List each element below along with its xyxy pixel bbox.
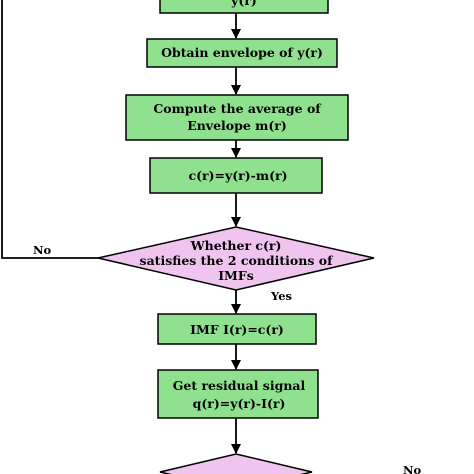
node-average-text-2: Envelope m(r) <box>187 118 287 133</box>
node-decision-text-1: Whether c(r) <box>190 238 282 253</box>
node-decision: Whether c(r) satisfies the 2 conditions … <box>97 226 375 291</box>
edge-label-no-bottom: No <box>403 463 422 474</box>
node-residual: Get residual signal q(r)=y(r)-I(r) <box>157 369 319 419</box>
node-residual-text-1: Get residual signal <box>173 378 306 393</box>
node-average: Compute the average of Envelope m(r) <box>125 94 349 141</box>
node-imf-text: IMF I(r)=c(r) <box>190 322 284 337</box>
edge-label-no: No <box>33 243 52 257</box>
no-loop-line <box>1 0 122 259</box>
edge-label-yes: Yes <box>270 289 292 303</box>
node-residual-text-2: q(r)=y(r)-I(r) <box>193 396 286 411</box>
node-top: y(r) <box>159 0 329 14</box>
node-component-text: c(r)=y(r)-m(r) <box>188 168 287 183</box>
node-component: c(r)=y(r)-m(r) <box>149 157 323 194</box>
node-envelope-text: Obtain envelope of y(r) <box>161 45 323 60</box>
node-decision-text-3: IMFs <box>218 268 254 283</box>
node-bottom-decision <box>159 453 313 474</box>
node-top-text: y(r) <box>230 0 257 8</box>
node-decision-text-2: satisfies the 2 conditions of <box>140 253 335 268</box>
node-imf: IMF I(r)=c(r) <box>157 313 317 345</box>
node-envelope: Obtain envelope of y(r) <box>146 38 338 68</box>
node-average-text-1: Compute the average of <box>153 101 322 116</box>
